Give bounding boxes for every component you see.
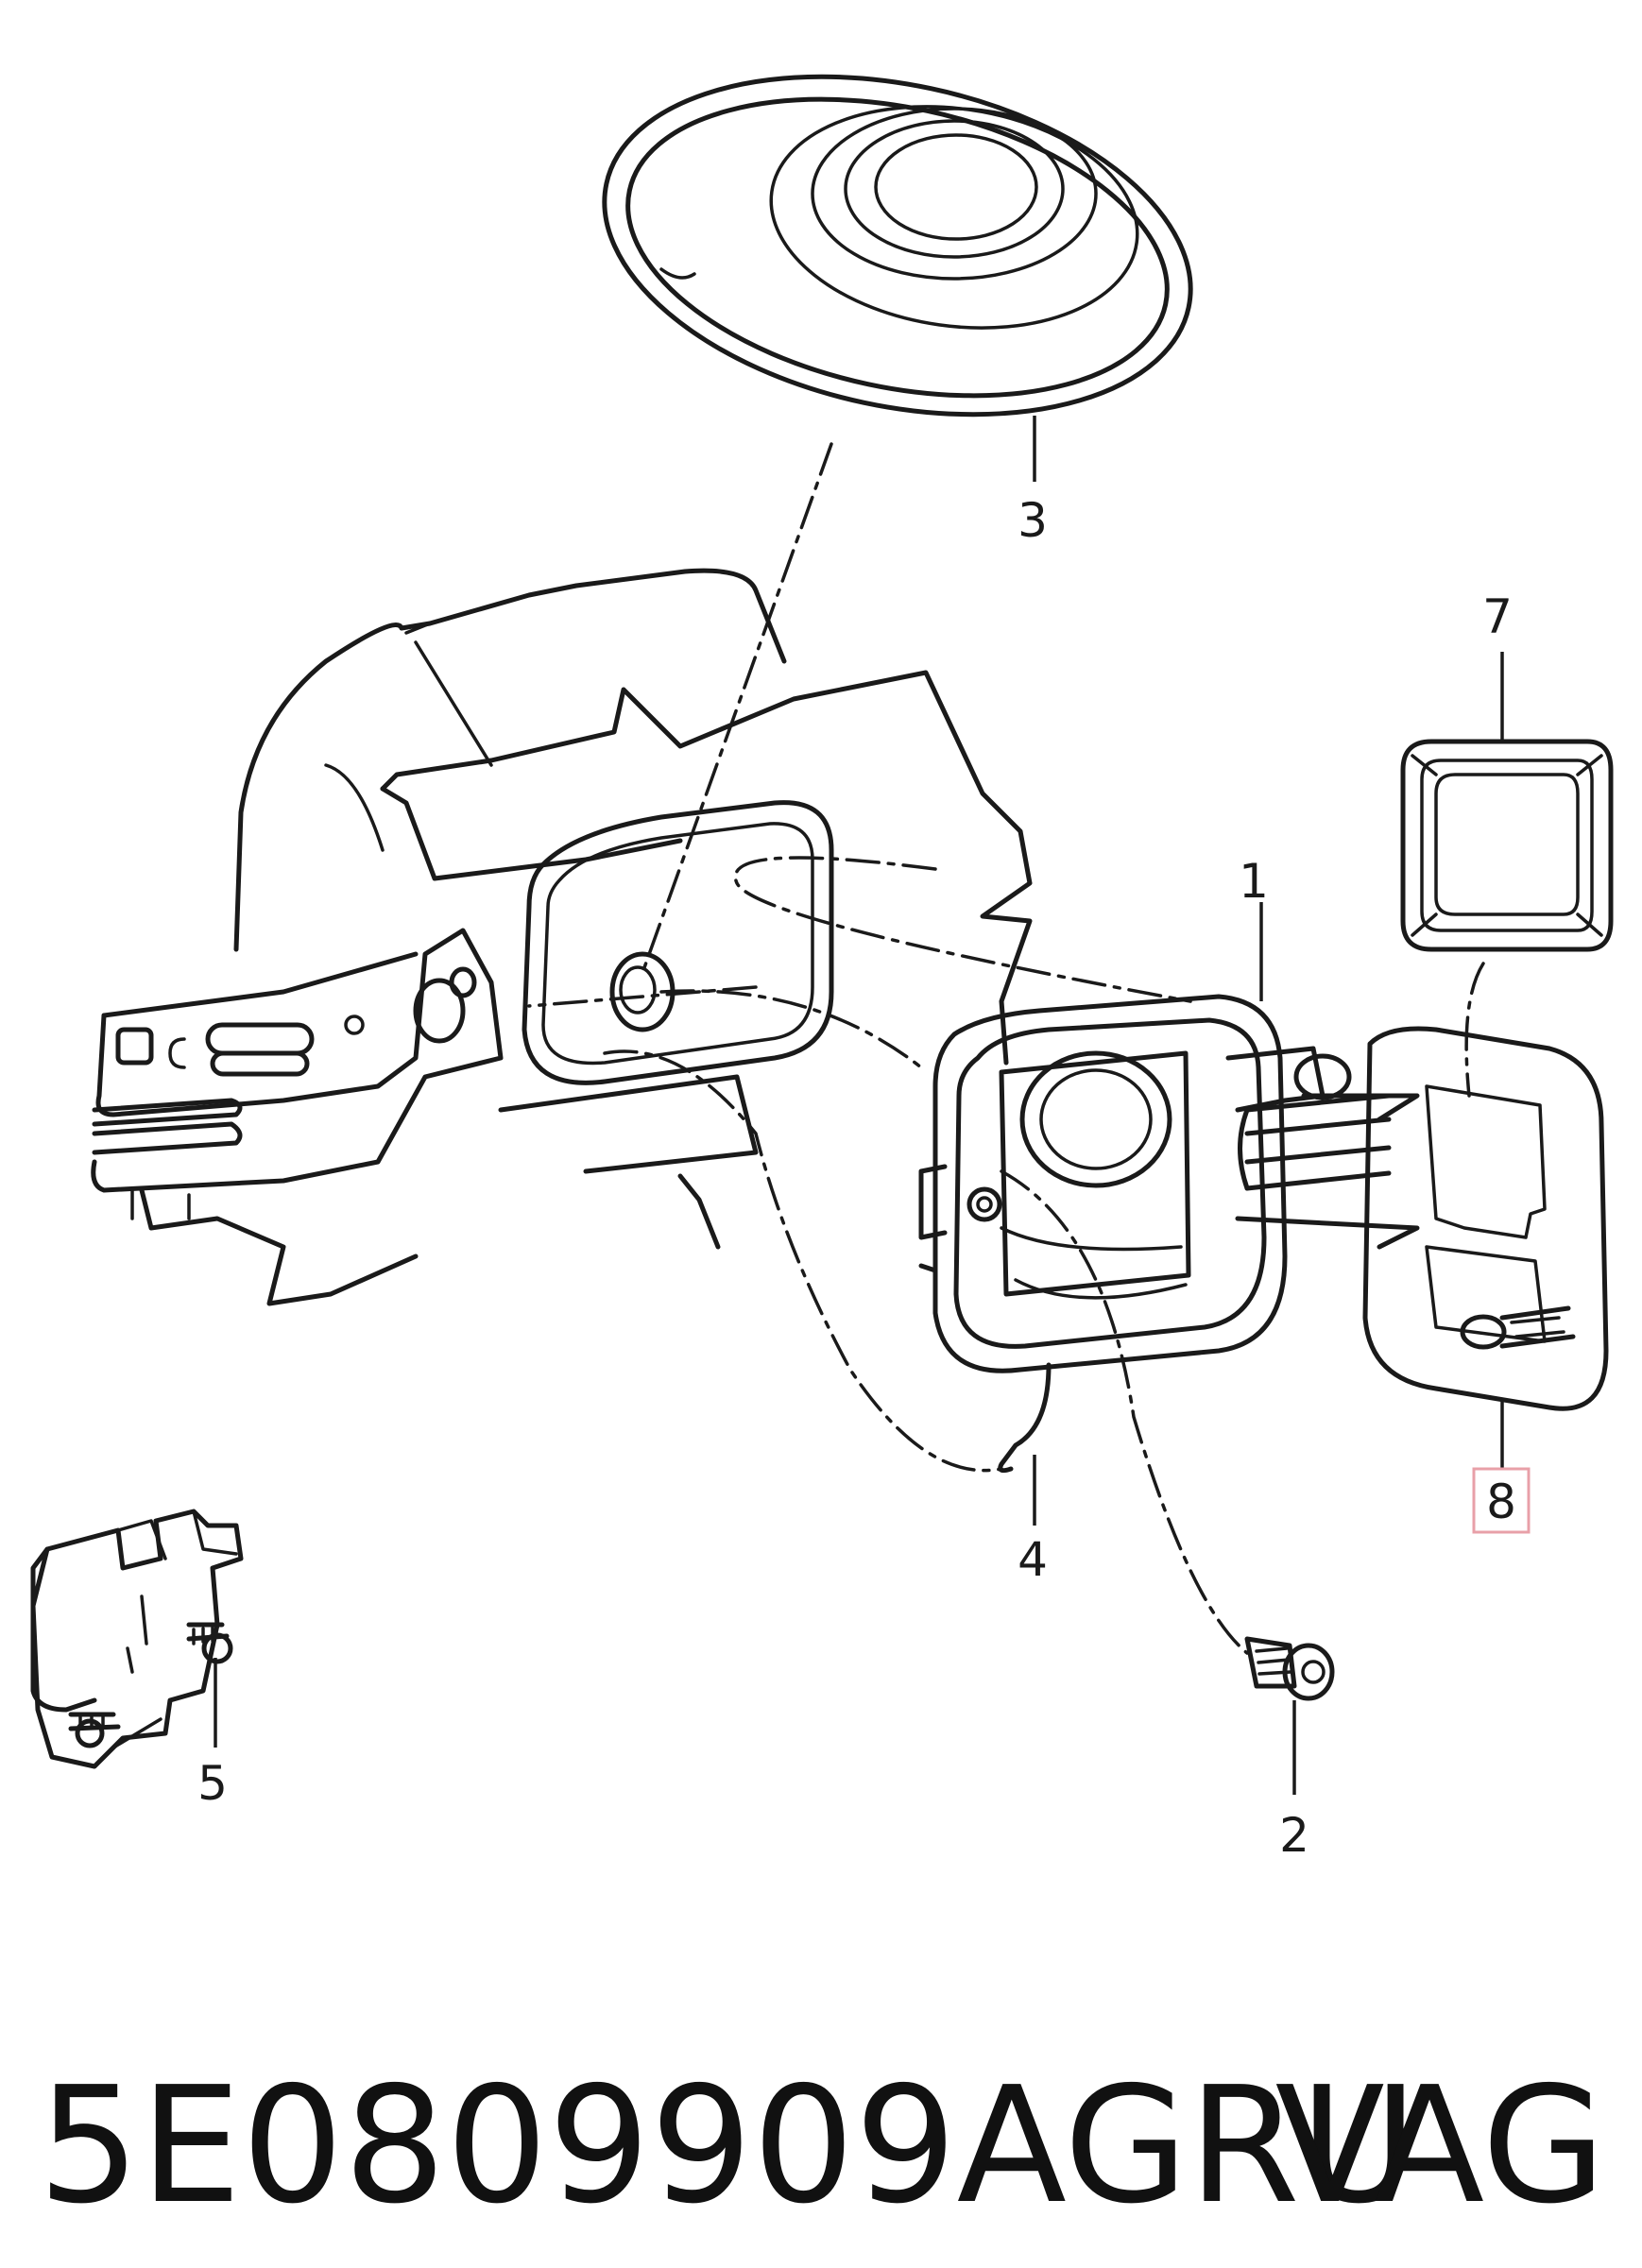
part-number: 5E0809909AGRU xyxy=(38,2053,1417,2240)
callout-3: 3 xyxy=(1018,493,1048,548)
part-3-seal xyxy=(602,74,1193,482)
part-2-screw xyxy=(1244,1636,1335,1795)
callout-labels: 1 2 3 4 5 7 8 xyxy=(197,493,1531,1863)
callout-7: 7 xyxy=(1482,589,1513,644)
callout-5: 5 xyxy=(197,1756,228,1811)
callout-8-highlight-box xyxy=(1472,1467,1531,1534)
callout-2: 2 xyxy=(1279,1808,1309,1863)
part-7-label xyxy=(1400,652,1614,952)
brand-name: VAG xyxy=(1275,2053,1606,2240)
body-panel xyxy=(139,568,1033,1306)
part-8-fuel-flap xyxy=(1362,1026,1609,1469)
left-bracket xyxy=(91,928,504,1220)
part-4-cable xyxy=(998,1362,1052,1526)
callout-1: 1 xyxy=(1239,854,1269,909)
part-1-filler-housing xyxy=(918,902,1420,1373)
callout-8: 8 xyxy=(1486,1475,1516,1529)
assembly-lines xyxy=(527,442,1485,1655)
part-5-clip xyxy=(30,1509,244,1769)
callout-4: 4 xyxy=(1018,1532,1048,1587)
